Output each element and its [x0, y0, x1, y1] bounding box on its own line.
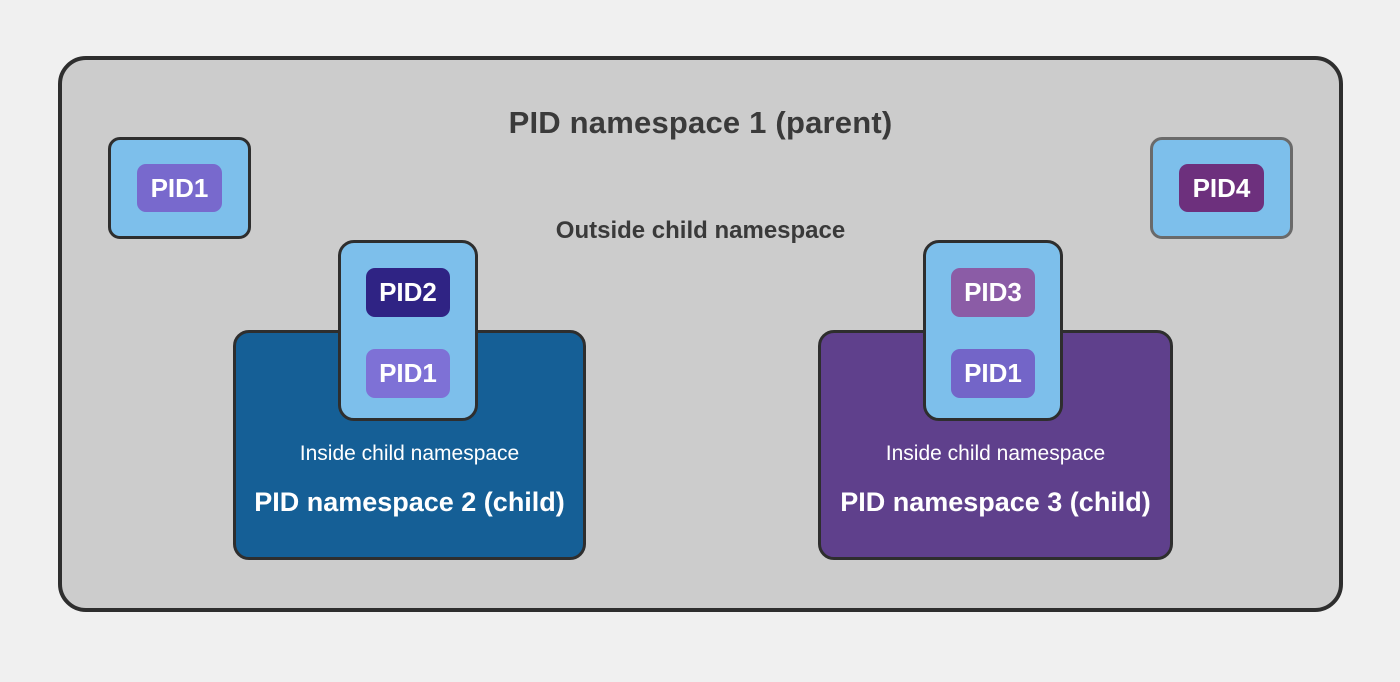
parent-namespace-title: PID namespace 1 (parent): [508, 105, 893, 140]
pid4-badge: PID4: [1179, 164, 1264, 212]
pid1-badge: PID1: [137, 164, 222, 212]
process-box-pid1: PID1: [108, 137, 251, 239]
pid2-badge: PID2: [366, 268, 450, 317]
pid1-badge-namespace-3: PID1: [951, 349, 1035, 398]
process-box-namespace-2: PID2 PID1: [338, 240, 478, 421]
process-box-namespace-3: PID3 PID1: [923, 240, 1063, 421]
outside-child-namespace-label: Outside child namespace: [555, 217, 846, 244]
inside-child-namespace-label-left: Inside child namespace: [299, 442, 520, 465]
process-box-pid4: PID4: [1150, 137, 1293, 239]
inside-child-namespace-label-right: Inside child namespace: [885, 442, 1106, 465]
pid-namespace-1-container: PID namespace 1 (parent) Outside child n…: [58, 56, 1343, 612]
pid1-badge-namespace-2: PID1: [366, 349, 450, 398]
child-namespace-2-title: PID namespace 2 (child): [254, 487, 565, 517]
pid3-badge: PID3: [951, 268, 1035, 317]
child-namespace-3-title: PID namespace 3 (child): [840, 487, 1151, 517]
